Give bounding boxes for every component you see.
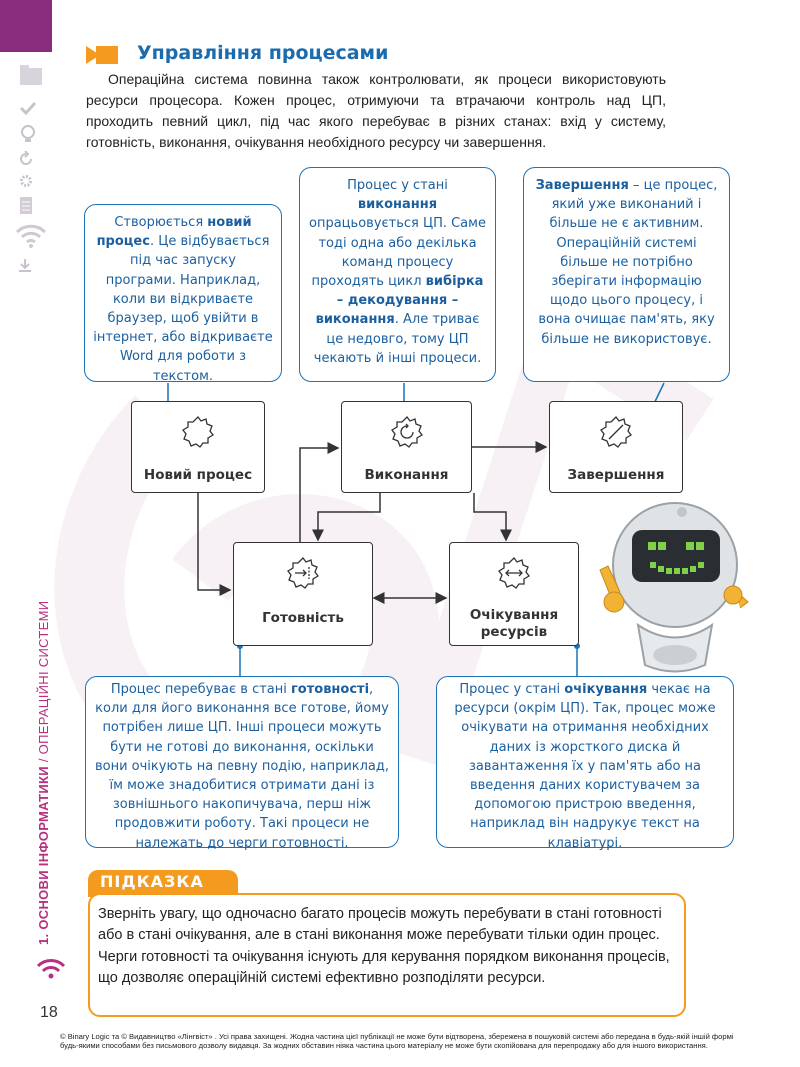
document-icon (18, 196, 34, 219)
wifi-icon (14, 222, 48, 251)
page-number: 18 (40, 1004, 58, 1021)
folder-icon (18, 62, 44, 91)
check-icon (18, 100, 38, 119)
wifi-logo-icon (36, 958, 66, 983)
robot-illustration (599, 502, 749, 673)
state-running-label: Виконання (364, 467, 449, 483)
chapter-tab (0, 0, 52, 52)
copyright-notice: © Binary Logic та © Видавництво «Лінгвіс… (60, 1032, 734, 1051)
state-new-process: Новий процес (131, 401, 265, 493)
state-ready-label: Готовність (262, 610, 344, 626)
intro-text: Операційна система повинна також контрол… (86, 71, 666, 150)
heading-bar (96, 46, 118, 64)
download-icon (18, 258, 32, 275)
gear-icon (182, 416, 214, 448)
gear-cycle-icon (390, 416, 423, 448)
intro-paragraph: Операційна система повинна також контрол… (86, 69, 666, 153)
gear-enter-icon (287, 557, 319, 589)
section-heading: Управління процесами (137, 42, 389, 64)
state-waiting-label: Очікування ресурсів (469, 607, 559, 640)
state-ready: Готовність (233, 542, 373, 646)
callout-ready: Процес перебуває в стані готовності, кол… (85, 676, 399, 851)
hint-text: Зверніть увагу, що одночасно багато проц… (98, 906, 670, 987)
hint-title: ПІДКАЗКА (100, 872, 204, 891)
hint-box (88, 893, 686, 1017)
callout-new-process: Створюється новий процес. Це відбуваєтьс… (84, 204, 282, 384)
callout-running: Процес у стані виконання опрацьовується … (299, 167, 496, 382)
refresh-icon (18, 150, 34, 170)
callout-terminated: Завершення – це процес, який уже виконан… (523, 167, 730, 382)
state-terminated-label: Завершення (567, 467, 665, 483)
state-new-label: Новий процес (143, 467, 253, 483)
gear-swap-icon (498, 557, 530, 589)
gear-icon (18, 173, 34, 192)
state-waiting: Очікування ресурсів (449, 542, 579, 646)
bulb-icon (18, 124, 38, 147)
state-running: Виконання (341, 401, 472, 493)
gear-slash-icon (600, 416, 632, 448)
state-terminated: Завершення (549, 401, 683, 493)
hint-tab (88, 870, 238, 897)
callout-waiting: Процес у стані очікування чекає на ресур… (436, 676, 734, 851)
